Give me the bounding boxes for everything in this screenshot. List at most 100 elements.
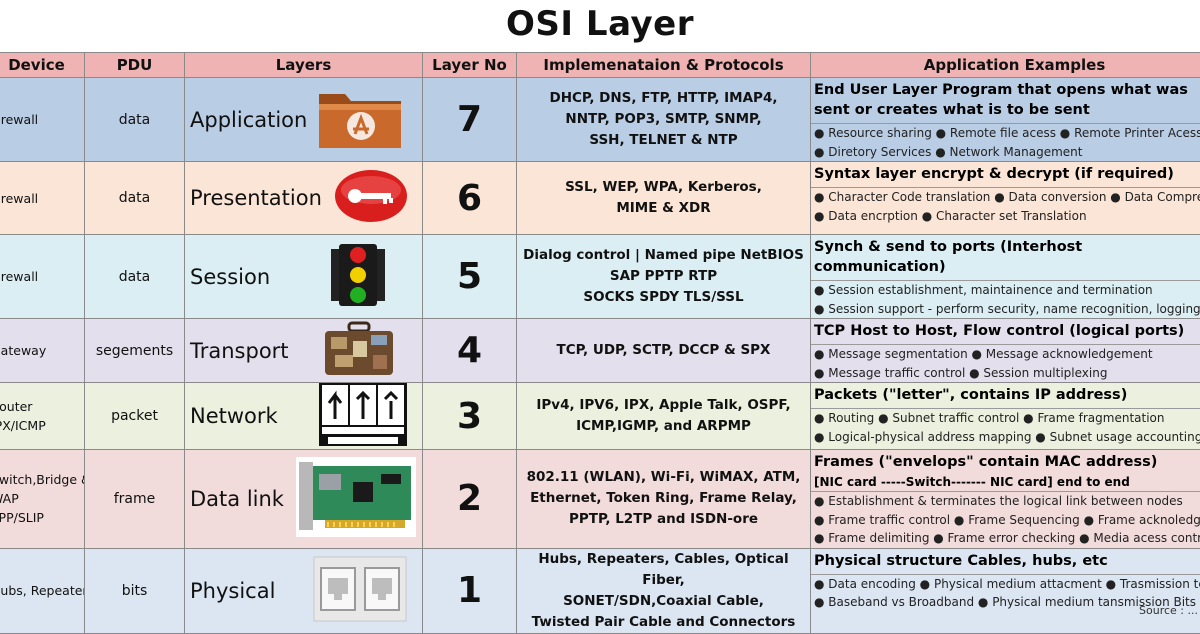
layer-name: Transport xyxy=(190,339,289,363)
network-card-icon xyxy=(295,456,417,542)
device-line: PPP/SLIP xyxy=(0,508,84,527)
app-bullet-line: ● Frame delimiting ● Frame error checkin… xyxy=(811,529,1200,548)
app-bullet-line: ● Resource sharing ● Remote file acess ●… xyxy=(811,123,1200,143)
app-bullet-line: ● Frame traffic control ● Frame Sequenci… xyxy=(811,511,1200,530)
device-line: Gateway xyxy=(0,341,84,360)
app-bullet-line: ● Message segmentation ● Message acknowl… xyxy=(811,344,1200,364)
header-implementation: Implemenataion & Protocols xyxy=(517,53,811,78)
header-pdu: PDU xyxy=(85,53,185,78)
protocol-line: MIME & XDR xyxy=(517,198,810,219)
layer-number: 4 xyxy=(423,319,517,383)
app-bullet-line: ● Data encrption ● Character set Transla… xyxy=(811,207,1200,226)
protocols-cell: DHCP, DNS, FTP, HTTP, IMAP4,NNTP, POP3, … xyxy=(517,78,811,162)
pdu-cell: segements xyxy=(85,319,185,383)
protocols-cell: IPv4, IPV6, IPX, Apple Talk, OSPF,ICMP,I… xyxy=(517,383,811,450)
layer-cell: Network xyxy=(185,383,423,450)
header-layers: Layers xyxy=(185,53,423,78)
device-line: Router xyxy=(0,397,84,416)
layer-row: FirewalldataApplication7DHCP, DNS, FTP, … xyxy=(0,78,1200,162)
app-examples-cell: End User Layer Program that opens what w… xyxy=(811,78,1200,162)
ethernet-port-icon xyxy=(313,556,407,626)
protocol-line: SOCKS SPDY TLS/SSL xyxy=(517,287,810,308)
device-line: WAP xyxy=(0,489,84,508)
layer-cell: Data link xyxy=(185,450,423,549)
protocol-line: SAP PPTP RTP xyxy=(517,266,810,287)
device-line: Firewall xyxy=(0,189,84,208)
protocol-line: 802.11 (WLAN), Wi-Fi, WiMAX, ATM, xyxy=(517,467,810,488)
pdu-cell: frame xyxy=(85,450,185,549)
layer-number: 6 xyxy=(423,162,517,235)
pdu-cell: data xyxy=(85,235,185,319)
device-line: Firewall xyxy=(0,267,84,286)
app-heading: TCP Host to Host, Flow control (logical … xyxy=(811,319,1200,344)
layer-cell: Presentation xyxy=(185,162,423,235)
app-subline: [NIC card -----Switch------- NIC card] e… xyxy=(811,475,1200,491)
app-heading: End User Layer Program that opens what w… xyxy=(811,78,1200,123)
device-cell: RouterIPX/ICMP xyxy=(0,383,85,450)
protocol-line: IPv4, IPV6, IPX, Apple Talk, OSPF, xyxy=(517,395,810,416)
protocol-line: PPTP, L2TP and ISDN-ore xyxy=(517,509,810,530)
protocols-cell: 802.11 (WLAN), Wi-Fi, WiMAX, ATM,Etherne… xyxy=(517,450,811,549)
device-cell: Gateway xyxy=(0,319,85,383)
header-row: Device PDU Layers Layer No Implemenataio… xyxy=(0,53,1200,78)
app-bullet-line: ● Character Code translation ● Data conv… xyxy=(811,187,1200,207)
pdu-cell: data xyxy=(85,78,185,162)
app-bullet-line: ● Data encoding ● Physical medium attacm… xyxy=(811,574,1200,594)
layer-name: Data link xyxy=(190,487,284,511)
app-examples-cell: Synch & send to ports (Interhost communi… xyxy=(811,235,1200,319)
device-cell: Switch,Bridge &WAPPPP/SLIP xyxy=(0,450,85,549)
layer-cell: Application xyxy=(185,78,423,162)
osi-table: Device PDU Layers Layer No Implemenataio… xyxy=(0,52,1200,634)
app-bullet-line: ● Logical-physical address mapping ● Sub… xyxy=(811,428,1200,447)
layer-row: Hubs, RepeatersbitsPhysical1Hubs, Repeat… xyxy=(0,548,1200,633)
protocols-cell: SSL, WEP, WPA, Kerberos,MIME & XDR xyxy=(517,162,811,235)
header-layer-no: Layer No xyxy=(423,53,517,78)
traffic-light-icon xyxy=(325,243,391,311)
app-bullet-line: ● Message traffic control ● Session mult… xyxy=(811,364,1200,383)
app-examples-cell: Packets ("letter", contains IP address)●… xyxy=(811,383,1200,450)
device-line: Firewall xyxy=(0,110,84,129)
app-examples-cell: Syntax layer encrypt & decrypt (if requi… xyxy=(811,162,1200,235)
device-cell: Firewall xyxy=(0,78,85,162)
layer-number: 5 xyxy=(423,235,517,319)
layer-name: Session xyxy=(190,265,270,289)
layer-number: 1 xyxy=(423,548,517,633)
osi-table-wrap: Device PDU Layers Layer No Implemenataio… xyxy=(0,52,1200,634)
app-examples-cell: TCP Host to Host, Flow control (logical … xyxy=(811,319,1200,383)
app-bullet-line: ● Establishment & terminates the logical… xyxy=(811,491,1200,511)
header-device: Device xyxy=(0,53,85,78)
device-line: Hubs, Repeaters xyxy=(0,581,84,600)
protocol-line: Ethernet, Token Ring, Frame Relay, xyxy=(517,488,810,509)
layer-number: 2 xyxy=(423,450,517,549)
layer-row: FirewalldataPresentation6SSL, WEP, WPA, … xyxy=(0,162,1200,235)
device-line: IPX/ICMP xyxy=(0,416,84,435)
protocols-cell: TCP, UDP, SCTP, DCCP & SPX xyxy=(517,319,811,383)
header-app-examples: Application Examples xyxy=(811,53,1200,78)
protocol-line: SONET/SDN,Coaxial Cable, xyxy=(517,591,810,612)
protocol-line: DHCP, DNS, FTP, HTTP, IMAP4, xyxy=(517,88,810,109)
device-line: Switch,Bridge & xyxy=(0,470,84,489)
protocol-line: NNTP, POP3, SMTP, SNMP, xyxy=(517,109,810,130)
app-bullet-line: ● Diretory Services ● Network Management xyxy=(811,143,1200,162)
app-bullet-line: ● Session establishment, maintainence an… xyxy=(811,280,1200,300)
app-bullet-line: ● Session support - perform security, na… xyxy=(811,300,1200,319)
page-title: OSI Layer xyxy=(0,4,1200,44)
road-signs-icon xyxy=(318,383,408,450)
app-heading: Synch & send to ports (Interhost communi… xyxy=(811,235,1200,280)
layer-cell: Transport xyxy=(185,319,423,383)
app-store-folder-icon xyxy=(315,84,407,156)
key-icon xyxy=(333,168,409,228)
layer-number: 3 xyxy=(423,383,517,450)
protocol-line: Dialog control | Named pipe NetBIOS xyxy=(517,245,810,266)
protocol-line: Hubs, Repeaters, Cables, Optical Fiber, xyxy=(517,549,810,591)
source-note: Source : ... xyxy=(1139,604,1198,617)
device-cell: Firewall xyxy=(0,162,85,235)
app-examples-cell: Frames ("envelops" contain MAC address)[… xyxy=(811,450,1200,549)
layer-cell: Physical xyxy=(185,548,423,633)
device-cell: Hubs, Repeaters xyxy=(0,548,85,633)
